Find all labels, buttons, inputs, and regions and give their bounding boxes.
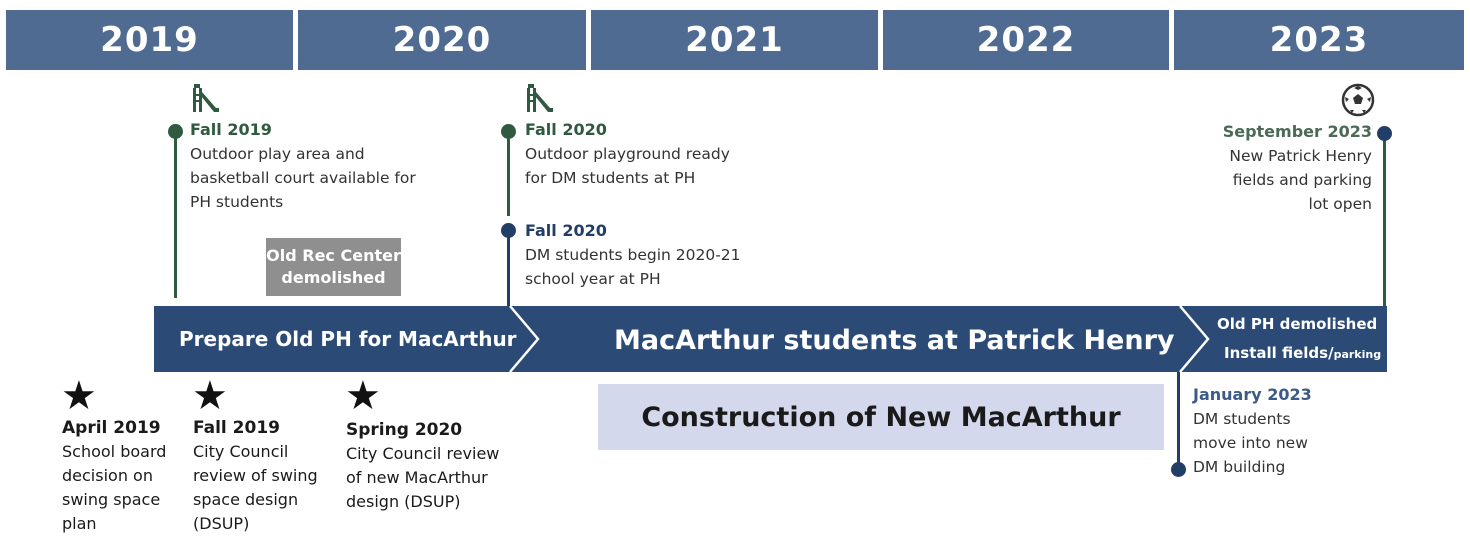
milestone-april-2019: April 2019 School board decision on swin… [62, 416, 166, 536]
playground-slide-icon [193, 84, 219, 112]
event-september-2023: September 2023 New Patrick Henry fields … [1180, 120, 1372, 216]
event-text: New Patrick Henry [1229, 147, 1372, 165]
event-text: DM building [1193, 458, 1286, 476]
phase-at-ph [510, 306, 1208, 372]
year-2020: 2020 [298, 10, 586, 70]
milestone-fall-2019: Fall 2019 City Council review of swing s… [193, 416, 318, 536]
event-text: fields and parking [1232, 171, 1372, 189]
milestone-text: design (DSUP) [346, 492, 461, 511]
event-title: Fall 2019 [190, 120, 272, 139]
phase-at-ph-label: MacArthur students at Patrick Henry [614, 325, 1175, 356]
event-text: Outdoor playground ready [525, 145, 730, 163]
timeline-connector [174, 130, 177, 298]
milestone-title: April 2019 [62, 418, 161, 438]
event-text: DM students [1193, 410, 1291, 428]
timeline-connector [507, 230, 510, 310]
star-icon: ★ [345, 373, 381, 419]
construction-label: Construction of New MacArthur [641, 401, 1121, 433]
milestone-title: Fall 2019 [193, 418, 280, 438]
star-icon: ★ [192, 373, 228, 419]
event-text: basketball court available for [190, 169, 416, 187]
milestone-text: City Council [193, 442, 289, 461]
timeline-dot [1377, 126, 1392, 141]
playground-slide-icon [527, 84, 553, 112]
event-text: DM students begin 2020-21 [525, 246, 741, 264]
timeline-dot [501, 124, 516, 139]
event-title: Fall 2020 [525, 221, 607, 240]
event-text: move into new [1193, 434, 1308, 452]
soccer-ball-icon [1341, 83, 1375, 117]
milestone-text: space design [193, 490, 299, 509]
star-icon: ★ [61, 373, 97, 419]
old-rec-center-box: Old Rec Center demolished [266, 238, 401, 296]
timeline-dot [501, 223, 516, 238]
construction-bar: Construction of New MacArthur [598, 384, 1164, 450]
year-2022: 2022 [883, 10, 1169, 70]
phase-final [1180, 306, 1387, 372]
event-text: PH students [190, 193, 284, 211]
milestone-text: City Council review [346, 444, 500, 463]
milestone-text: (DSUP) [193, 514, 250, 533]
grey-box-line: demolished [281, 268, 386, 287]
event-text: lot open [1308, 195, 1372, 213]
milestone-text: review of swing [193, 466, 318, 485]
timeline-connector [507, 130, 510, 216]
timeline-dot [1171, 462, 1186, 477]
event-text: for DM students at PH [525, 169, 696, 187]
milestone-spring-2020: Spring 2020 City Council review of new M… [346, 418, 499, 514]
milestone-text: School board [62, 442, 167, 461]
event-title: Fall 2020 [525, 120, 607, 139]
event-text: school year at PH [525, 270, 661, 288]
phase-final-label-2a: Install fields/ [1224, 344, 1334, 362]
timeline-connector [1383, 132, 1386, 310]
event-text: Outdoor play area and [190, 145, 365, 163]
milestone-text: swing space [62, 490, 161, 509]
event-title: January 2023 [1193, 385, 1312, 404]
grey-box-line: Old Rec Center [266, 246, 401, 265]
phase-final-label-2b: parking [1333, 348, 1382, 361]
phase-final-label-2: Install fields/parking [1224, 344, 1381, 362]
milestone-text: decision on [62, 466, 153, 485]
event-fall-2020-playground: Fall 2020 Outdoor playground ready for D… [525, 118, 730, 190]
phase-final-label-1: Old PH demolished [1217, 315, 1378, 333]
milestone-text: of new MacArthur [346, 468, 488, 487]
event-fall-2020-school-year: Fall 2020 DM students begin 2020-21 scho… [525, 219, 741, 291]
timeline-connector [1177, 370, 1180, 468]
timeline-dot [168, 124, 183, 139]
event-fall-2019: Fall 2019 Outdoor play area and basketba… [190, 118, 416, 214]
year-2021: 2021 [591, 10, 878, 70]
event-january-2023: January 2023 DM students move into new D… [1193, 383, 1312, 479]
event-title: September 2023 [1222, 122, 1372, 141]
milestone-title: Spring 2020 [346, 420, 463, 440]
phase-prepare [154, 306, 538, 372]
milestone-text: plan [62, 514, 97, 533]
year-2019: 2019 [6, 10, 293, 70]
year-2023: 2023 [1174, 10, 1464, 70]
phase-prepare-label: Prepare Old PH for MacArthur [179, 327, 517, 351]
